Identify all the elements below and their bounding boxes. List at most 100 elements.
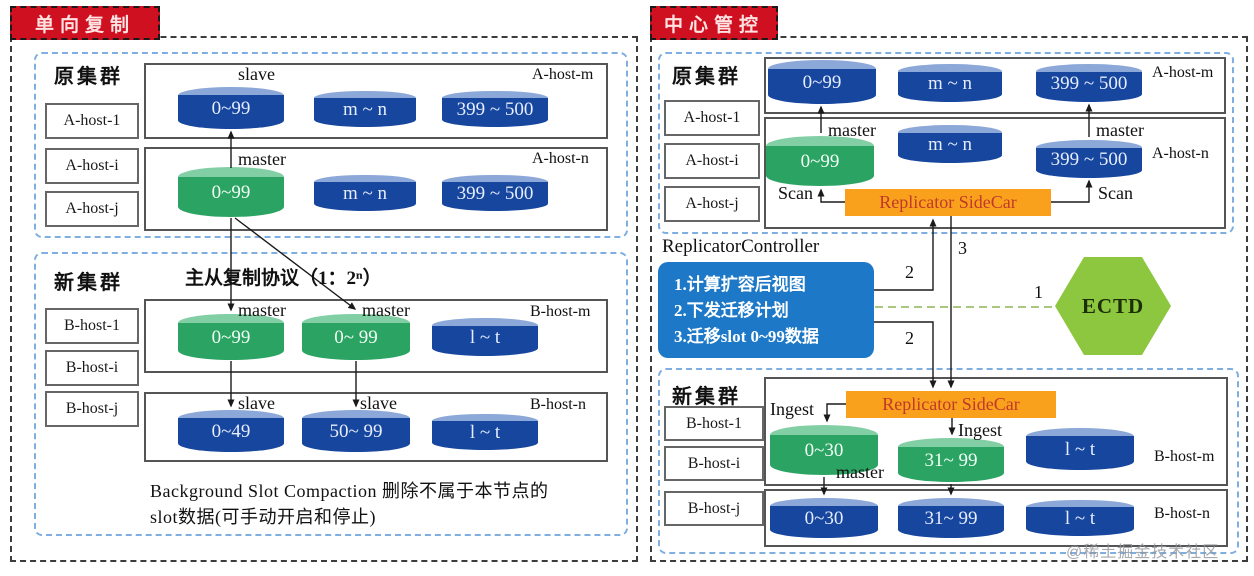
scan-label: Scan — [1098, 183, 1133, 203]
cylinder-body — [302, 323, 410, 360]
left-panel-border — [10, 36, 638, 562]
host-box-bi: B-host-i — [45, 350, 139, 386]
flow-number-3: 3 — [958, 238, 967, 258]
cylinder-body — [1026, 507, 1134, 536]
slot-range: 0~30 — [804, 440, 844, 461]
slot-range: 0~99 — [211, 97, 251, 119]
master-label: master — [238, 300, 286, 320]
right-new-cluster-label: 新集群 — [672, 386, 741, 408]
replicator-controller-box: 1.计算扩容后视图 2.下发迁移计划 3.迁移slot 0~99数据 — [658, 262, 874, 358]
master-label: master — [828, 120, 876, 140]
host-box-bi: B-host-i — [664, 446, 764, 481]
host-box-bj: B-host-j — [45, 391, 139, 427]
host-label: B-host-i — [65, 359, 119, 376]
slot-range: m ~ n — [927, 72, 973, 94]
controller-step-1: 1.计算扩容后视图 — [674, 275, 806, 294]
flow-number-1: 1 — [1034, 282, 1043, 302]
replicator-controller-title: ReplicatorController — [662, 236, 820, 257]
ingest-label: Ingest — [958, 420, 1002, 440]
shard-cylinder: 0~49 — [178, 410, 284, 452]
slot-range: 399 ~ 500 — [456, 182, 534, 204]
host-label: B-host-1 — [64, 317, 120, 334]
flow-number-2a: 2 — [905, 262, 914, 282]
slot-range: 0~99 — [211, 326, 251, 348]
host-label: B-host-1 — [686, 414, 742, 432]
slot-range: 0~ 99 — [334, 326, 378, 348]
etcd-label: ECTD — [1081, 293, 1145, 318]
scan-label: Scan — [778, 183, 813, 203]
right-new-cluster-border — [658, 368, 1239, 554]
cylinder-body — [1036, 147, 1142, 178]
shard-cylinder: m ~ n — [898, 64, 1002, 102]
sidecar-label: Replicator SideCar — [879, 192, 1017, 212]
shard-cylinder: 399 ~ 500 — [1036, 140, 1142, 178]
host-box-bj: B-host-j — [664, 491, 764, 526]
hostname-b-host-m: B-host-m — [530, 303, 591, 320]
slot-range: 399 ~ 500 — [1050, 72, 1128, 94]
replicator-sidecar-bottom: Replicator SideCar — [846, 391, 1056, 418]
host-box-ai: A-host-i — [664, 143, 760, 179]
host-label: A-host-i — [685, 152, 739, 169]
host-box-b1: B-host-1 — [45, 308, 139, 344]
slave-label: slave — [238, 64, 275, 84]
host-label: B-host-i — [687, 454, 741, 472]
cylinder-body — [898, 446, 1004, 482]
hostname-a-host-n: A-host-n — [1152, 145, 1209, 162]
slot-range: 0~99 — [211, 182, 251, 203]
master-label: master — [362, 300, 410, 320]
host-label: B-host-j — [65, 400, 119, 417]
hostname-b-host-m: B-host-m — [1154, 448, 1215, 465]
replication-protocol-label: 主从复制协议（1：2ⁿ） — [185, 268, 382, 289]
shard-cylinder: m ~ n — [314, 175, 416, 211]
master-label: master — [836, 462, 884, 482]
shard-cylinder: m ~ n — [898, 125, 1002, 163]
slot-range: m ~ n — [342, 182, 388, 204]
cylinder-body — [432, 421, 538, 450]
shard-cylinder: l ~ t — [1026, 500, 1134, 536]
replicator-sidecar-top: Replicator SideCar — [845, 189, 1051, 216]
shard-cylinder: 399 ~ 500 — [442, 175, 548, 211]
shard-cylinder: 399 ~ 500 — [1036, 64, 1142, 102]
right-panel-border — [650, 36, 1248, 562]
slot-range: 399 ~ 500 — [1050, 148, 1128, 170]
shard-cylinder: 50~ 99 — [302, 410, 410, 452]
cylinder-body — [314, 182, 416, 211]
sidecar-label: Replicator SideCar — [882, 394, 1020, 414]
slot-range: 399 ~ 500 — [456, 98, 534, 120]
controller-step-2: 2.下发迁移计划 — [674, 301, 789, 320]
hostname-b-host-n: B-host-n — [530, 396, 586, 413]
right-orig-cluster-border — [658, 52, 1234, 234]
slave-label: slave — [360, 393, 397, 413]
left-panel-title: 单向复制 — [34, 14, 135, 36]
slot-range: 0~30 — [804, 507, 844, 529]
left-new-cluster-label: 新集群 — [54, 272, 123, 294]
host-box-aj: A-host-j — [45, 191, 139, 227]
shard-cylinder: l ~ t — [432, 414, 538, 450]
cylinder-body — [442, 182, 548, 211]
shard-cylinder: m ~ n — [314, 91, 416, 127]
flow-number-2b: 2 — [905, 328, 914, 348]
cylinder-body — [178, 177, 284, 217]
shard-cylinder: l ~ t — [432, 318, 538, 356]
left-orig-cluster-label: 原集群 — [54, 66, 123, 88]
ingest-label: Ingest — [770, 399, 814, 419]
cylinder-body — [314, 98, 416, 127]
cylinder-body — [302, 418, 410, 452]
shard-cylinder: 31~ 99 — [898, 498, 1004, 538]
cylinder-body — [178, 418, 284, 452]
compaction-note-line2: slot数据(可手动开启和停止) — [150, 507, 376, 527]
shard-cylinder: 0~99 — [178, 314, 284, 360]
controller-step-3: 3.迁移slot 0~99数据 — [674, 327, 819, 346]
master-label: master — [238, 149, 286, 169]
host-box-aj: A-host-j — [664, 186, 760, 222]
host-label: B-host-j — [687, 499, 741, 517]
cylinder-body — [442, 98, 548, 127]
slave-label: slave — [238, 393, 275, 413]
hostname-a-host-m: A-host-m — [532, 66, 594, 83]
slot-range: l ~ t — [1064, 507, 1096, 529]
cylinder-body — [768, 68, 876, 104]
hostname-a-host-m: A-host-m — [1152, 64, 1214, 81]
slot-range: l ~ t — [1064, 438, 1096, 460]
shard-cylinder: 0~99 — [768, 60, 876, 104]
left-panel-title-badge: 单向复制 — [10, 6, 160, 40]
